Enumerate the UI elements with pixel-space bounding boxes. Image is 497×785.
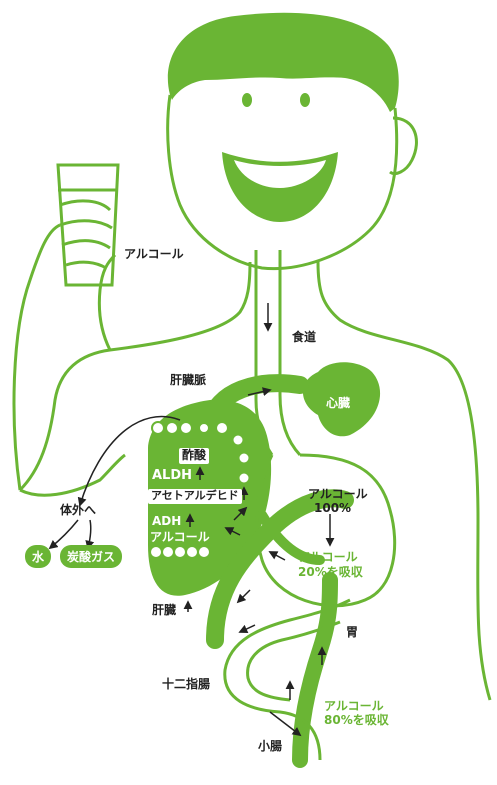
label-out-of-body: 体外へ	[60, 504, 96, 518]
label-absorb20-line2: 20%を吸収	[298, 566, 363, 580]
label-small-intestine: 小腸	[258, 740, 282, 754]
label-alcohol-100-line1: アルコール	[308, 488, 368, 502]
arrow-band-2	[238, 590, 250, 602]
arrow-band-3	[240, 625, 255, 632]
liver-molecules-top	[152, 422, 209, 434]
label-alcohol-100-line2: 100%	[314, 502, 351, 516]
forearm-inner	[20, 455, 125, 495]
label-esophagus: 食道	[292, 331, 316, 345]
arrow-into-liver-2	[270, 552, 285, 560]
label-liver: 肝臓	[152, 604, 176, 618]
label-adh: ADH	[152, 515, 181, 529]
label-aldh: ALDH	[152, 469, 192, 484]
label-alcohol-glass: アルコール	[124, 248, 184, 262]
ear	[390, 118, 416, 174]
label-heart: 心臓	[326, 397, 350, 411]
hair	[168, 13, 399, 112]
label-absorb80-line1: アルコール	[324, 700, 384, 714]
label-portal-vein: 肝臓脈	[170, 374, 206, 388]
body-outline-right	[318, 262, 490, 700]
label-acetaldehyde: アセトアルデヒド	[148, 489, 242, 504]
label-alcohol-liver: アルコール	[150, 531, 210, 545]
label-absorb20-line1: アルコール	[298, 551, 358, 565]
arrow-to-water	[50, 520, 78, 548]
label-duodenum: 十二指腸	[162, 678, 210, 692]
badge-co2: 炭酸ガス	[60, 545, 122, 568]
label-absorb80-line2: 80%を吸収	[324, 714, 389, 728]
right-eye	[300, 93, 310, 107]
hand-fingers	[60, 201, 112, 268]
label-stomach: 胃	[346, 626, 358, 640]
left-eye	[242, 93, 252, 107]
label-acetic-acid: 酢酸	[179, 448, 209, 464]
badge-water: 水	[25, 545, 51, 568]
arrow-to-co2	[88, 520, 91, 548]
